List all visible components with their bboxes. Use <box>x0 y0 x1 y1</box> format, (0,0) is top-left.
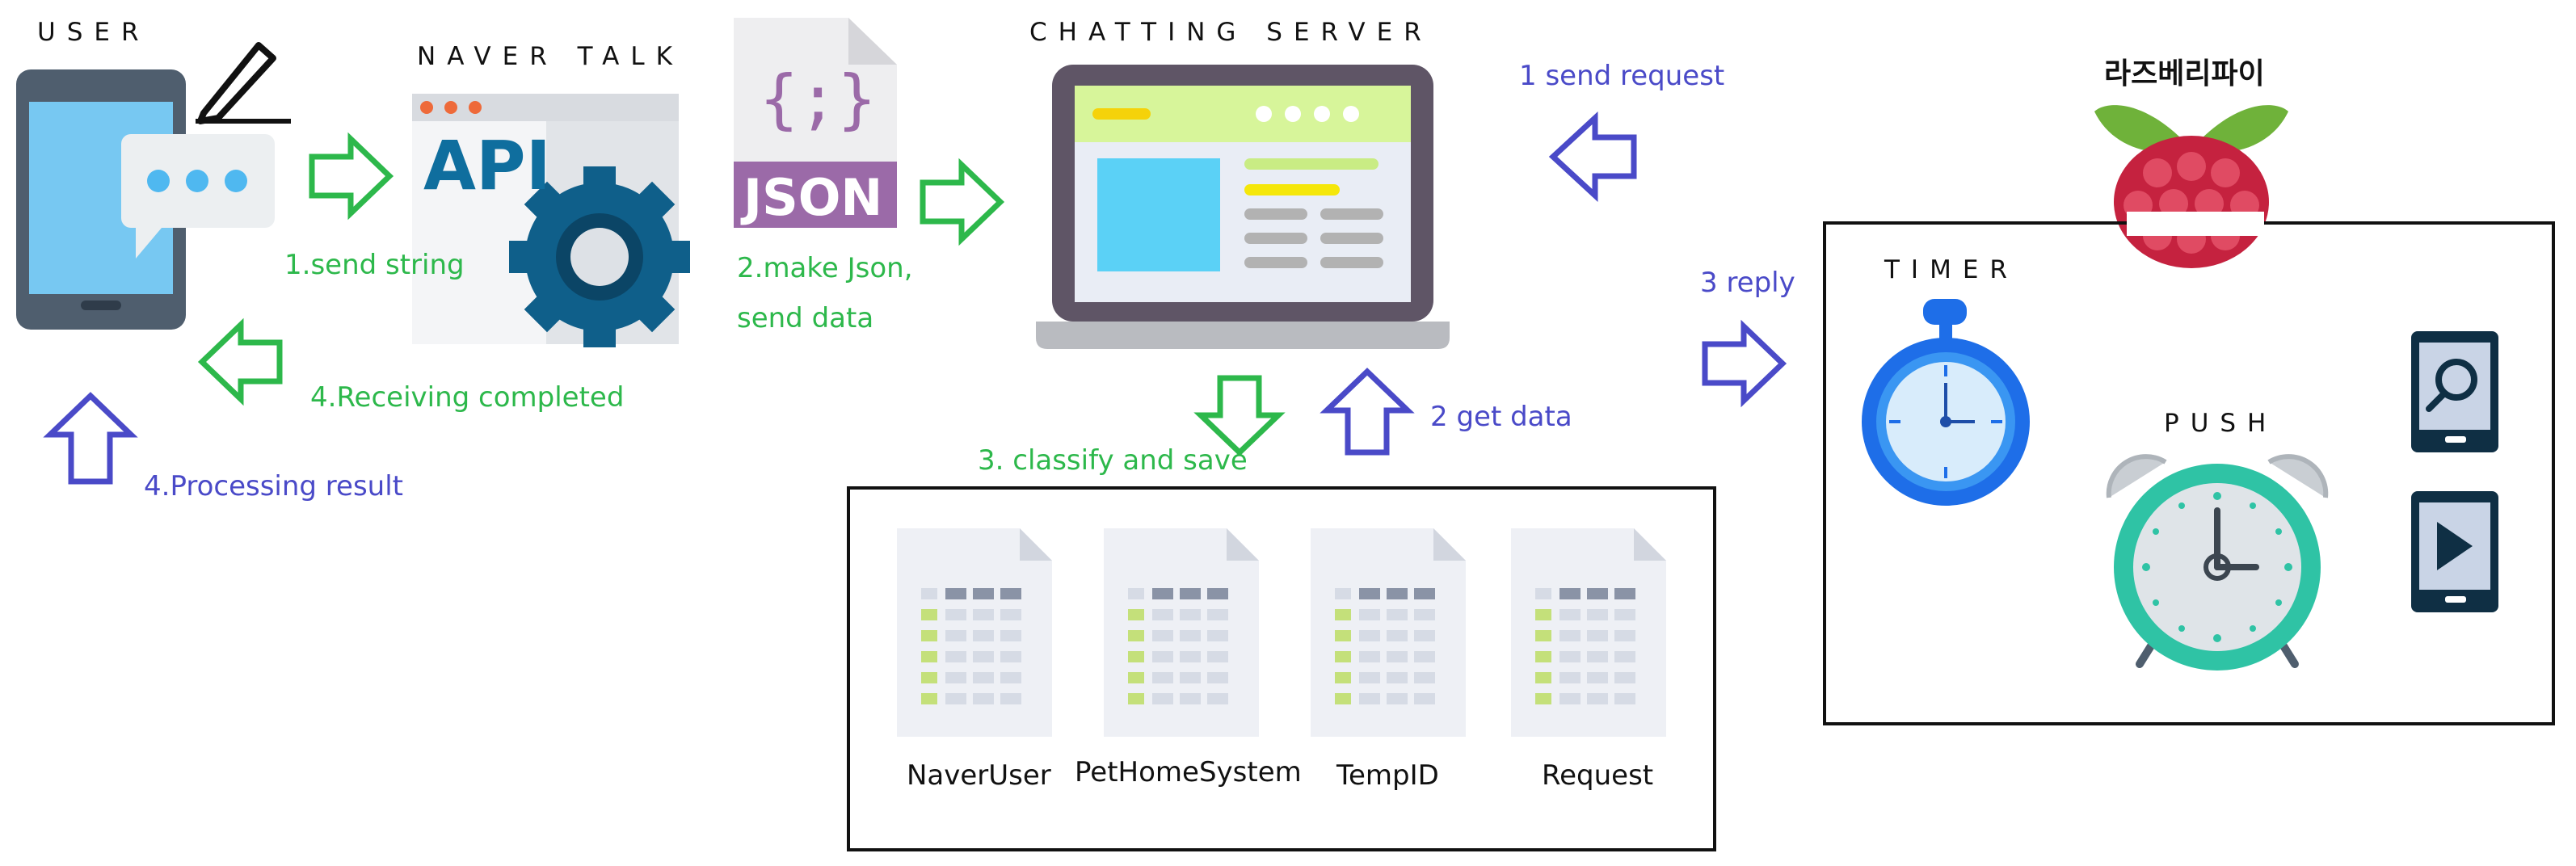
play-phone-icon <box>2411 491 2498 612</box>
timer-title: TIMER <box>1884 255 2018 284</box>
user-title: USER <box>37 18 150 47</box>
raspberry-pi-box <box>1823 221 2555 725</box>
table-name-pethomesystem: PetHomeSystem <box>1075 756 1302 788</box>
step-processing-result: 4.Processing result <box>144 470 403 502</box>
step-make-json-line1: 2.make Json, <box>737 252 913 284</box>
step-receiving-completed: 4.Receiving completed <box>310 381 625 414</box>
arrow-reply <box>1702 319 1787 408</box>
alarm-clock-icon <box>2106 454 2329 671</box>
arrow-send-request <box>1548 111 1637 202</box>
database-box <box>847 486 1716 851</box>
json-label: JSON <box>740 168 882 227</box>
arrow-processing-result <box>43 392 138 485</box>
raspberry-pi-title: 라즈베리파이 <box>2104 57 2265 90</box>
arrow-get-data <box>1320 368 1415 456</box>
naver-talk-title: NAVER TALK <box>417 42 684 71</box>
laptop-icon <box>1036 65 1450 349</box>
pencil-icon <box>196 42 291 124</box>
json-file-icon <box>734 18 897 228</box>
table-name-tempid: TempID <box>1336 759 1439 792</box>
push-title: PUSH <box>2164 409 2278 438</box>
step-make-json-line2: send data <box>737 302 874 334</box>
chat-bubble-icon <box>121 134 275 259</box>
arrow-classify-save <box>1193 375 1286 456</box>
chatting-server-title: CHATTING SERVER <box>1029 18 1433 47</box>
json-braces: {;} <box>760 61 877 137</box>
step-get-data: 2 get data <box>1430 401 1572 433</box>
raspberry-logo-mask <box>2127 212 2264 236</box>
step-send-string: 1.send string <box>284 249 465 281</box>
table-name-naveruser: NaverUser <box>907 759 1051 792</box>
table-name-request: Request <box>1542 759 1654 792</box>
search-phone-icon <box>2411 331 2498 452</box>
db-table-icon-tempid <box>1311 528 1466 737</box>
db-table-icon-request <box>1511 528 1666 737</box>
stopwatch-icon <box>1862 299 2030 506</box>
db-table-icon-pethomesystem <box>1104 528 1259 737</box>
step-classify-save: 3. classify and save <box>978 444 1248 477</box>
step-send-request: 1 send request <box>1519 60 1725 92</box>
arrow-make-json <box>920 158 1005 246</box>
arrow-send-string <box>309 132 394 221</box>
arrow-receiving-completed <box>197 317 283 406</box>
api-label: API <box>423 126 551 205</box>
step-reply: 3 reply <box>1700 267 1795 299</box>
db-table-icon-naveruser <box>897 528 1052 737</box>
